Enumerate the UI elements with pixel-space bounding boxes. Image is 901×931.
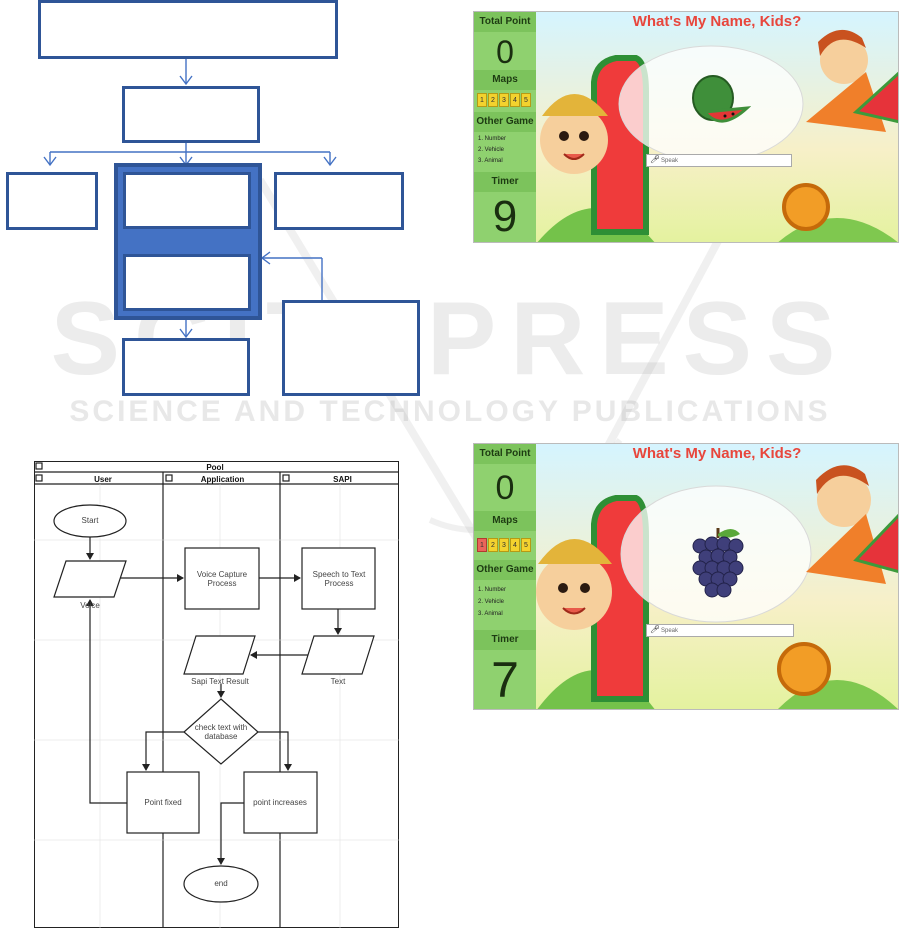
other-game-item[interactable]: 2. Vehicle [478, 147, 505, 153]
maps-label: Maps [474, 511, 536, 531]
point-fixed-node [126, 771, 200, 834]
hierarchy-connectors [43, 59, 337, 339]
other-game-label: Other Game [474, 112, 536, 132]
microphone-icon[interactable]: 🎤︎ [650, 155, 661, 164]
map-button[interactable]: 3 [499, 93, 509, 107]
other-game-item[interactable]: 3. Animal [478, 611, 503, 617]
hierarchy-box-level2 [122, 86, 260, 143]
hierarchy-box-bottom [122, 338, 250, 396]
other-game-item[interactable]: 1. Number [478, 136, 507, 142]
total-point-value: 0 [495, 469, 515, 507]
text-label: Text [330, 677, 346, 686]
hierarchy-box-side [282, 300, 420, 396]
game-screen-2: Total Point 0 Maps 1 2 3 4 5 Other Game … [473, 443, 899, 710]
speech-input[interactable]: Speak [646, 154, 792, 167]
game-title: What's My Name, Kids? [632, 445, 802, 462]
maps-selector: 1 2 3 4 5 [477, 538, 531, 552]
sapi-text-result-node [183, 635, 256, 675]
map-button-active[interactable]: 1 [477, 538, 487, 552]
map-button[interactable]: 1 [477, 93, 487, 107]
speech-to-text-label: Speech to Text Process [312, 570, 366, 589]
start-label: Start [81, 516, 99, 525]
timer-label: Timer [474, 630, 536, 650]
swimlane-frame [34, 461, 399, 928]
total-point-value: 0 [496, 34, 514, 70]
game-screen-1: Total Point 0 Maps 1 2 3 4 5 Other Game … [473, 11, 899, 243]
grapes-image [692, 528, 744, 598]
map-button[interactable]: 2 [488, 93, 498, 107]
total-point-label: Total Point [474, 12, 536, 32]
lane-user: User [94, 475, 112, 484]
maps-label: Maps [474, 70, 536, 90]
timer-label: Timer [474, 172, 536, 192]
total-point-label: Total Point [474, 444, 536, 464]
watermark-subtitle: SCIENCE AND TECHNOLOGY PUBLICATIONS [69, 395, 831, 428]
point-increases-label: point increases [253, 798, 307, 807]
map-button[interactable]: 4 [510, 93, 520, 107]
map-button[interactable]: 5 [521, 538, 531, 552]
microphone-icon[interactable]: 🎤︎ [650, 625, 661, 634]
watermelon-image [692, 75, 751, 123]
other-game-item[interactable]: 3. Animal [478, 158, 503, 164]
voice-capture-label: Voice Capture Process [196, 570, 248, 589]
other-game-label: Other Game [474, 560, 536, 580]
map-button[interactable]: 3 [499, 538, 509, 552]
game-sidebar: Total Point 0 Maps 1 2 3 4 5 Other Game … [474, 12, 536, 242]
game-scene: What's My Name, Kids? Speak 🎤︎ [536, 12, 898, 242]
voice-label: Voice [80, 601, 100, 610]
game-title: What's My Name, Kids? [632, 13, 802, 30]
lane-sapi: SAPI [333, 475, 352, 484]
game-sidebar: Total Point 0 Maps 1 2 3 4 5 Other Game … [474, 444, 536, 709]
hierarchy-box-main-bottom [123, 254, 251, 311]
hierarchy-box-main-top [123, 172, 251, 229]
maps-selector: 1 2 3 4 5 [477, 93, 531, 107]
end-node [183, 865, 259, 903]
map-button[interactable]: 2 [488, 538, 498, 552]
hierarchy-box-right [274, 172, 404, 230]
other-game-item[interactable]: 2. Vehicle [478, 599, 505, 605]
timer-value: 9 [492, 192, 518, 241]
game-scene: What's My Name, Kids? Speak 🎤︎ [536, 444, 898, 709]
check-label: check text with database [194, 723, 248, 742]
map-button[interactable]: 5 [521, 93, 531, 107]
lane-application: Application [200, 475, 245, 484]
hierarchy-box-left [6, 172, 98, 230]
timer-value: 7 [491, 652, 519, 708]
sapi-text-result-label: Sapi Text Result [191, 677, 249, 686]
end-label: end [214, 879, 228, 888]
other-game-item[interactable]: 1. Number [478, 587, 507, 593]
hierarchy-box-root [38, 0, 338, 59]
speech-to-text-node [301, 547, 376, 610]
point-fixed-label: Point fixed [144, 798, 182, 807]
check-node [183, 698, 259, 765]
text-node [301, 635, 375, 675]
pool-title: Pool [206, 463, 224, 472]
speech-input[interactable]: Speak [646, 624, 794, 637]
map-button[interactable]: 4 [510, 538, 520, 552]
voice-node [53, 560, 127, 598]
